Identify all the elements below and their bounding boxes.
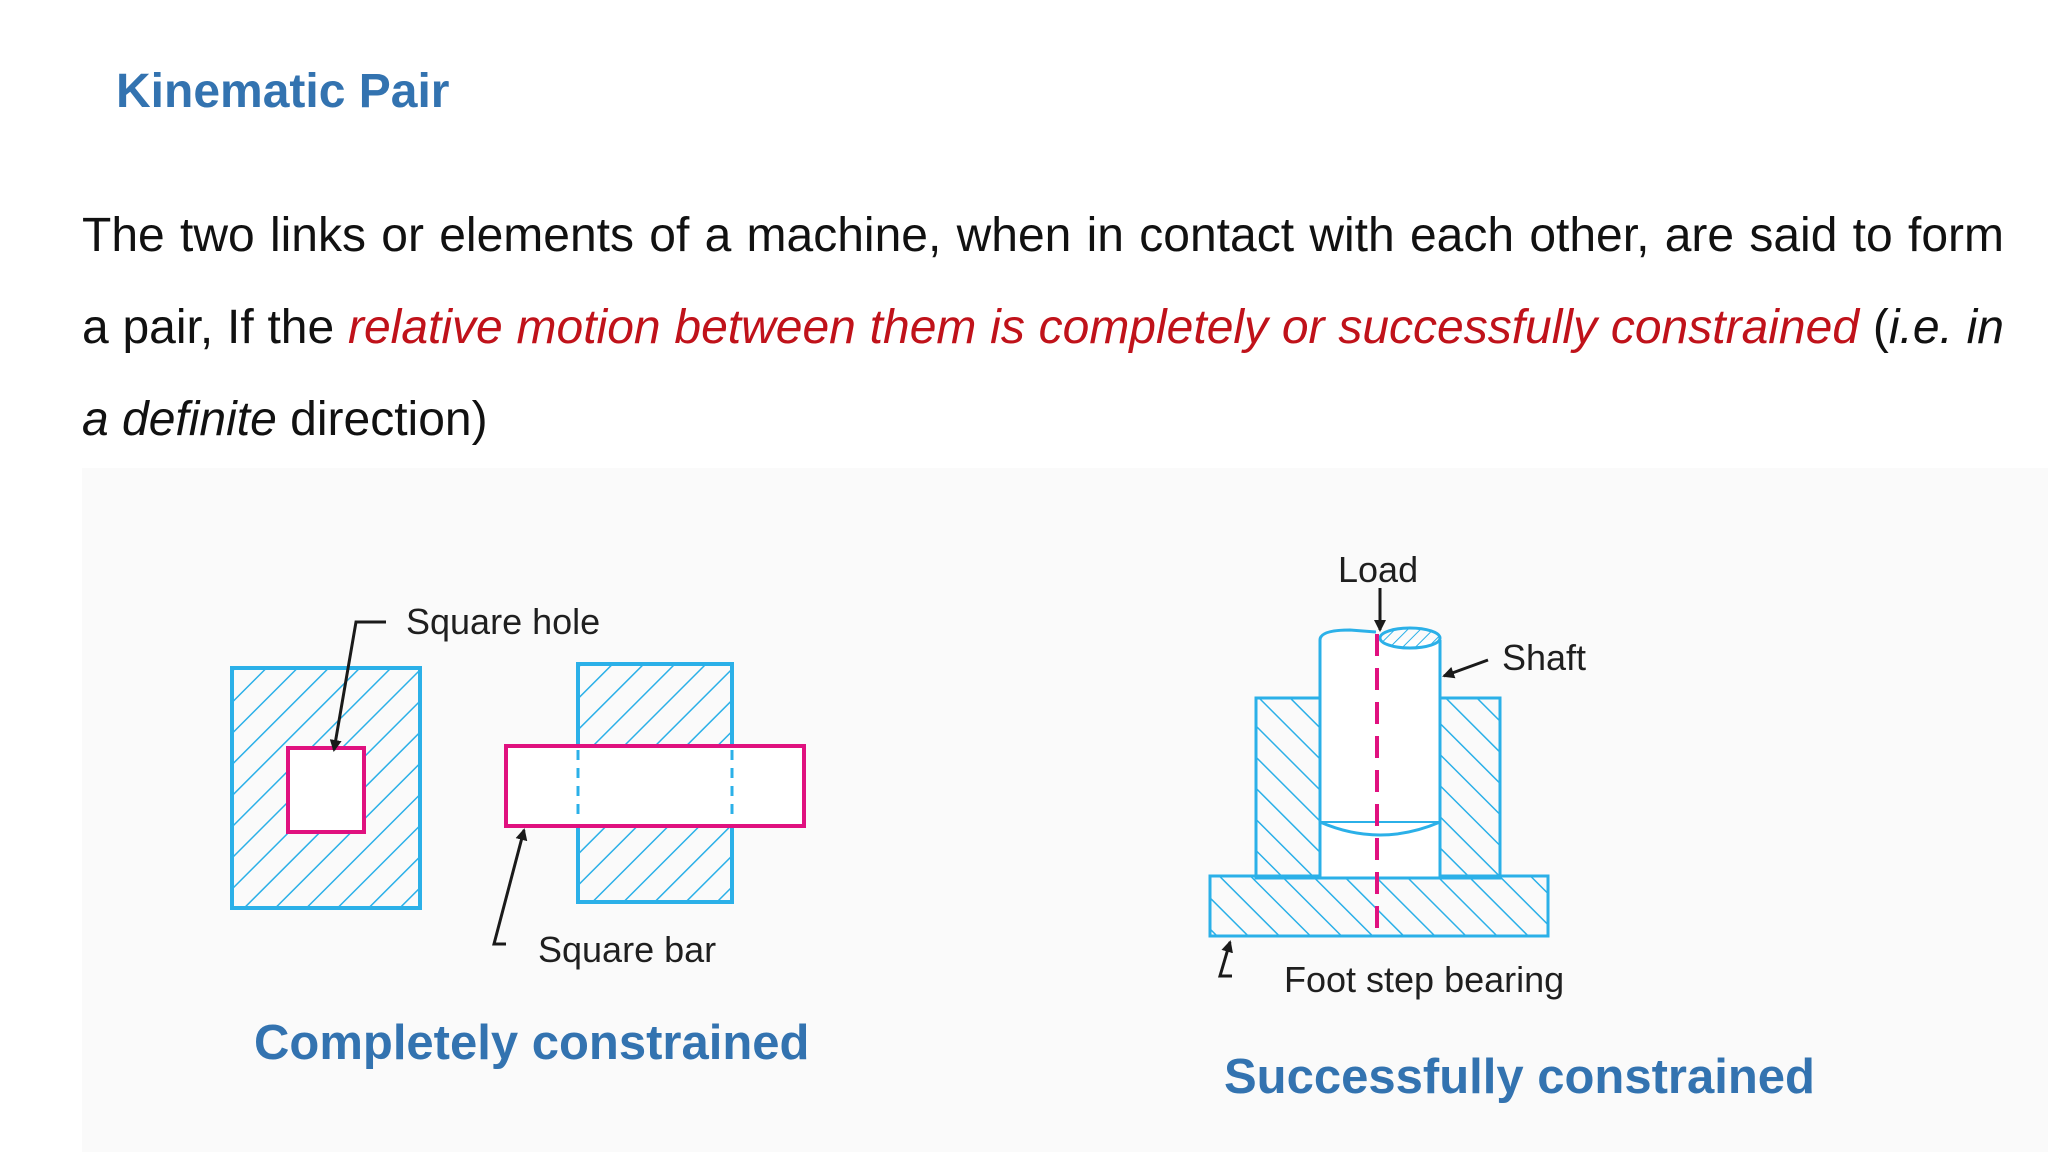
paragraph-text-end: direction) — [276, 393, 488, 446]
shaft — [1318, 626, 1442, 880]
successfully-constrained-caption: Successfully constrained — [1224, 1050, 1815, 1104]
foot-step-bearing-label: Foot step bearing — [1284, 959, 1564, 1000]
square-hole-block — [230, 666, 422, 910]
completely-constrained-caption: Completely constrained — [254, 1016, 810, 1070]
paragraph-text-start: The two links or elements of a machine, … — [82, 209, 2004, 354]
paragraph-text-open-paren: ( — [1859, 301, 1889, 354]
square-hole-leader — [329, 620, 386, 752]
bearing-leader — [1217, 940, 1233, 978]
square-bar-label: Square bar — [538, 929, 716, 970]
definition-paragraph: The two links or elements of a machine, … — [82, 190, 2004, 466]
emphasis-text: relative motion between them is complete… — [348, 301, 1860, 354]
square-bar-outline — [504, 744, 806, 828]
square-hole-label: Square hole — [406, 601, 600, 642]
shaft-label: Shaft — [1502, 637, 1586, 678]
italic-text: i.e. in a definite — [82, 301, 2004, 446]
square-bar-leader — [492, 828, 528, 946]
square-hole-outline — [286, 746, 366, 834]
square-bar-assembly — [504, 662, 806, 904]
shaft-leader — [1442, 658, 1489, 679]
load-label: Load — [1338, 549, 1418, 590]
slide-title: Kinematic Pair — [116, 65, 450, 118]
